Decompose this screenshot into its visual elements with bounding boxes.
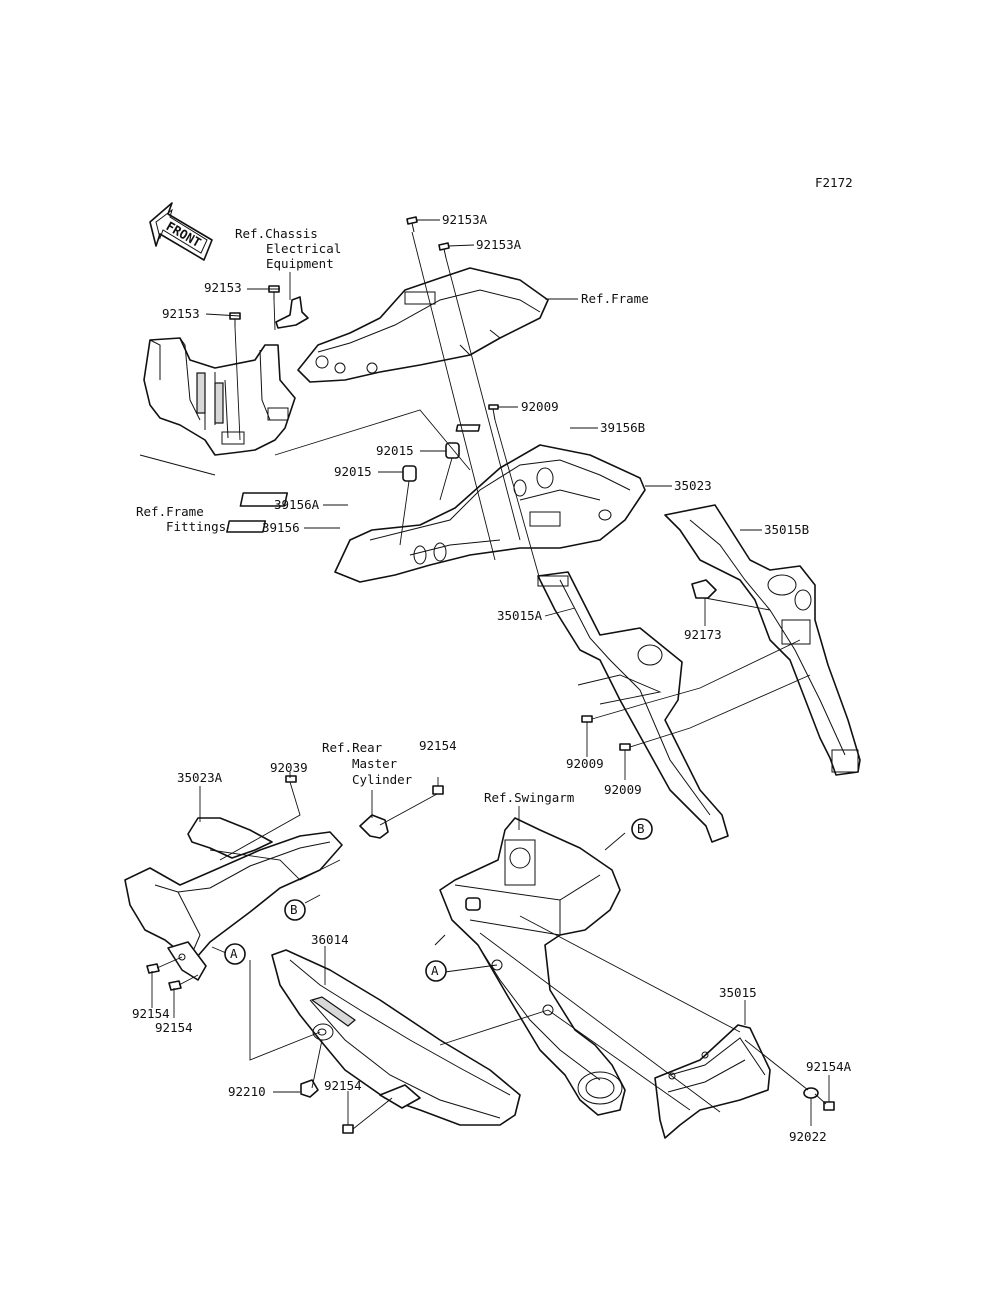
- part-92173-nut: [691, 579, 717, 599]
- svg-text:B: B: [637, 821, 645, 836]
- label-35015A: 35015A: [497, 608, 543, 623]
- ref-frame-fittings-line2: Fittings: [166, 519, 226, 534]
- label-92173: 92173: [684, 627, 722, 642]
- label-92153A-2: 92153A: [476, 237, 522, 252]
- label-35023A: 35023A: [177, 770, 223, 785]
- label-35015: 35015: [719, 985, 757, 1000]
- bolt-92154-l2: [168, 980, 182, 991]
- ref-frame-fittings-line1: Ref.Frame: [136, 504, 204, 519]
- callout-B-1: B: [284, 899, 306, 921]
- svg-text:B: B: [290, 902, 298, 917]
- bolt-92154-top: [432, 785, 444, 795]
- label-35023: 35023: [674, 478, 712, 493]
- part-92022-washer: [803, 1087, 819, 1099]
- leader-lines: [151, 219, 830, 1130]
- callout-A-1: A: [224, 943, 246, 965]
- master-cylinder-bracket: [359, 814, 389, 839]
- label-92154A: 92154A: [806, 1059, 852, 1074]
- bolt-92153A-2: [438, 242, 450, 259]
- swingarm: [434, 817, 626, 1116]
- label-92154-top: 92154: [419, 738, 457, 753]
- bolt-icons: [146, 216, 835, 1134]
- bolt-92039: [285, 775, 297, 783]
- bolt-92154-l1: [146, 963, 160, 974]
- svg-text:A: A: [230, 946, 238, 961]
- label-35015B: 35015B: [764, 522, 809, 537]
- ref-chassis-line2: Electrical: [266, 241, 341, 256]
- part-39156-pad: [226, 520, 267, 533]
- label-92153-2: 92153: [162, 306, 200, 321]
- ref-swingarm: Ref.Swingarm: [484, 790, 574, 805]
- bolt-92153-1: [268, 285, 280, 300]
- label-92009-mid2: 92009: [604, 782, 642, 797]
- chassis-bracket: [275, 296, 309, 329]
- part-92015-rubber-1: [445, 442, 460, 459]
- ref-frame: Ref.Frame: [581, 291, 649, 306]
- ref-chassis-line3: Equipment: [266, 256, 334, 271]
- frame-part: [297, 267, 549, 383]
- frame-fittings-part: [139, 337, 296, 476]
- label-92015-2: 92015: [334, 464, 372, 479]
- callout-B-2: B: [631, 818, 653, 840]
- figure-code: F2172: [815, 175, 853, 190]
- chain-guard-upper: [124, 831, 343, 981]
- label-92009-top: 92009: [521, 399, 559, 414]
- part-36014: [271, 949, 521, 1126]
- label-92154-l1: 92154: [132, 1006, 170, 1021]
- label-92153-1: 92153: [204, 280, 242, 295]
- bolt-92154-bot: [342, 1124, 354, 1134]
- label-92154-l2: 92154: [155, 1020, 193, 1035]
- label-39156B: 39156B: [600, 420, 645, 435]
- label-39156A: 39156A: [274, 497, 320, 512]
- label-92154-bot: 92154: [324, 1078, 362, 1093]
- label-92153A-1: 92153A: [442, 212, 488, 227]
- part-39156B-pad: [455, 424, 481, 432]
- label-92039: 92039: [270, 760, 308, 775]
- bolt-92153A-1: [406, 216, 418, 233]
- part-35015: [654, 1024, 771, 1139]
- label-92009-mid1: 92009: [566, 756, 604, 771]
- bolt-92154A: [823, 1101, 835, 1111]
- svg-text:A: A: [431, 963, 439, 978]
- label-92210: 92210: [228, 1084, 266, 1099]
- part-35023A: [187, 817, 273, 859]
- ref-chassis-line1: Ref.Chassis: [235, 226, 318, 241]
- part-92210-nut: [300, 1079, 319, 1098]
- part-92015-rubber-2: [402, 465, 417, 482]
- part-39156A-pad: [239, 492, 289, 507]
- label-36014: 36014: [311, 932, 349, 947]
- bolt-92009-mid2: [619, 743, 631, 751]
- label-39156: 39156: [262, 520, 300, 535]
- bolt-92009-mid1: [581, 715, 593, 723]
- front-arrow-icon: FRONT: [149, 202, 213, 261]
- ref-rear-master-line2: Master: [352, 756, 398, 771]
- ref-rear-master-line3: Cylinder: [352, 772, 413, 787]
- ref-rear-master-line1: Ref.Rear: [322, 740, 383, 755]
- bolt-92009-top: [488, 404, 499, 421]
- label-92015-1: 92015: [376, 443, 414, 458]
- callout-A-2: A: [425, 960, 447, 982]
- part-35023: [334, 444, 646, 583]
- label-92022: 92022: [789, 1129, 827, 1144]
